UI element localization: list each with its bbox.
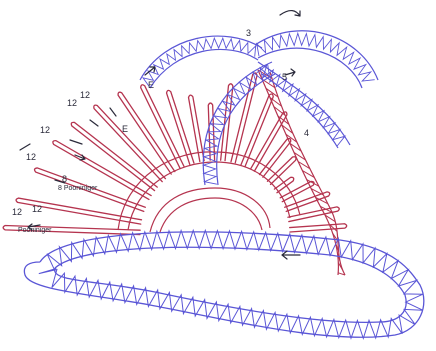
stitch-zigzag <box>255 31 375 82</box>
braid-cross <box>302 170 315 178</box>
thread-pair <box>140 84 185 170</box>
braid-cross <box>320 205 333 213</box>
thread-pair <box>70 121 158 192</box>
stitch-zigzag <box>201 63 271 185</box>
stitch-zigzag <box>256 64 347 147</box>
braid-cross <box>324 214 336 223</box>
pair-count-label: 12 <box>40 125 50 135</box>
arrow-icon <box>89 119 99 127</box>
braid-cross <box>337 262 344 271</box>
pair-note: 8 Pooniniger <box>58 185 98 192</box>
arrow-icon <box>281 250 301 260</box>
mark-label: E <box>148 80 154 90</box>
pair-note: Pooniniger <box>18 227 52 234</box>
blue-tape-loop <box>23 231 425 338</box>
arrow-icon <box>279 10 301 17</box>
braid-cross <box>306 179 320 187</box>
mark-label: 8 <box>62 174 67 184</box>
thread-pair <box>52 139 152 201</box>
thread-pair <box>249 111 288 172</box>
mark-label: 5 <box>282 72 287 82</box>
loop-zigzag-stitches <box>38 228 424 341</box>
braid-cross <box>297 161 311 170</box>
thread-pair <box>220 83 234 162</box>
thread-pair <box>93 104 167 183</box>
stitch-zigzag <box>38 228 424 341</box>
pair-count-label: 12 <box>80 90 90 100</box>
mark-label: 3 <box>246 28 251 38</box>
thread-pair <box>117 91 176 175</box>
braid-cross <box>310 188 324 196</box>
thread-pair <box>258 137 292 178</box>
handwritten-labels: 12 12 12 12 12 12 8 Pooniniger Pooninige… <box>12 28 309 234</box>
mark-label: E <box>122 124 128 134</box>
thread-pair <box>165 89 195 166</box>
stitch-zigzag <box>141 36 257 87</box>
arrow-icon <box>19 143 31 151</box>
diagonal-twisted-braid <box>257 69 346 276</box>
pair-count-label: 12 <box>32 204 42 214</box>
braid-cross <box>265 87 279 98</box>
thread-pair <box>207 102 216 161</box>
thread-pair <box>266 156 297 186</box>
braid-cross <box>338 272 346 276</box>
arrow-icon <box>74 154 86 161</box>
thread-pair <box>15 197 143 225</box>
arrow-icon <box>144 66 156 76</box>
braid-cross <box>273 106 286 116</box>
mark-label: 4 <box>304 128 309 138</box>
arrow-icon <box>69 139 83 145</box>
thread-pair <box>2 224 141 236</box>
thread-pair <box>240 93 274 167</box>
thread-pair <box>187 94 205 163</box>
thread-pair <box>273 176 295 194</box>
arrow-icon <box>54 179 66 184</box>
braid-cross <box>289 142 302 152</box>
arrow-icon <box>284 68 296 77</box>
braid-cross <box>269 97 282 107</box>
arrow-icon <box>109 107 117 117</box>
thread-pair <box>284 191 331 213</box>
braid-cross <box>315 196 329 205</box>
braid-cross <box>281 124 294 134</box>
braid-cross <box>328 223 338 232</box>
braid-cross <box>277 115 290 125</box>
direction-arrows <box>19 10 301 260</box>
tape-zigzag-stitches <box>141 31 375 185</box>
pair-count-label: 12 <box>67 98 77 108</box>
braid-cross <box>293 151 306 161</box>
braid-cross <box>285 133 298 143</box>
pair-count-label: 12 <box>26 152 36 162</box>
thread-pair <box>289 223 348 233</box>
thread-pair <box>33 167 146 213</box>
arrow-icon <box>27 223 41 231</box>
blue-tape-arc-right <box>254 30 379 149</box>
blue-tape-arc-left <box>139 35 263 89</box>
half-circle-braid <box>117 151 301 233</box>
pair-count-label: 12 <box>12 207 22 217</box>
thread-pair <box>287 206 340 223</box>
